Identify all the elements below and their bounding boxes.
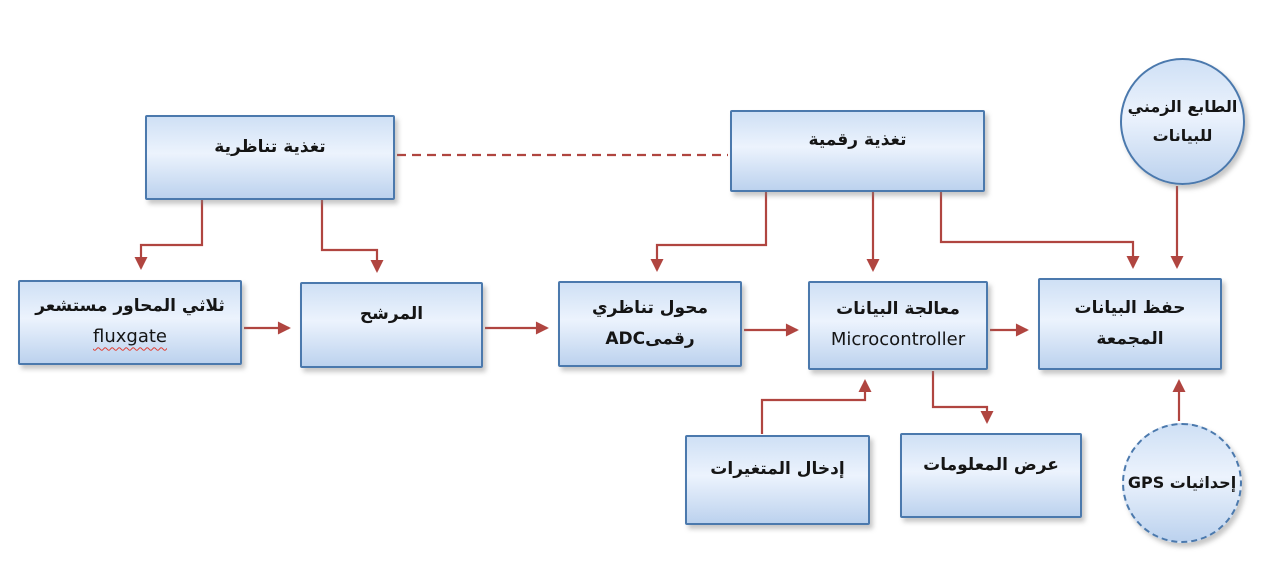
node-data-processing-line1: معالجة البيانات <box>836 299 960 320</box>
node-info-display-label: عرض المعلومات <box>923 454 1059 475</box>
node-data-storage-line1: حفظ البيانات <box>1074 298 1186 319</box>
node-data-storage: حفظ البيانات المجمعة <box>1038 278 1222 370</box>
connector-digital-to-adc <box>650 192 768 272</box>
node-adc-converter-line1: محول تناظري <box>592 298 708 319</box>
node-analog-feed-label: تغذية تناظرية <box>214 136 326 157</box>
node-fluxgate-sensor-line1: ثلاثي المحاور مستشعر <box>35 296 225 317</box>
node-adc-converter-line2: رقمىADC <box>605 328 695 349</box>
node-digital-feed-label: تغذية رقمية <box>808 130 907 151</box>
connector-analog-to-sensor <box>134 200 204 270</box>
node-data-timestamp: الطابع الزمني للبيانات <box>1120 58 1245 185</box>
node-gps-coordinates: إحداثيات GPS <box>1122 423 1242 543</box>
node-analog-feed: تغذية تناظرية <box>145 115 395 200</box>
node-data-processing: معالجة البيانات Microcontroller <box>808 281 988 370</box>
node-data-timestamp-line2: للبيانات <box>1152 126 1213 145</box>
connector-analog-to-filter <box>320 200 384 273</box>
node-filter: المرشح <box>300 282 483 368</box>
node-digital-feed: تغذية رقمية <box>730 110 985 192</box>
connector-variables-to-processing <box>760 379 872 434</box>
node-variables-input-label: إدخال المتغيرات <box>710 459 845 480</box>
node-gps-coordinates-label: إحداثيات GPS <box>1127 473 1237 492</box>
node-adc-converter: محول تناظري رقمىADC <box>558 281 742 367</box>
node-fluxgate-sensor: ثلاثي المحاور مستشعر fluxgate <box>18 280 242 365</box>
node-info-display: عرض المعلومات <box>900 433 1082 518</box>
node-variables-input: إدخال المتغيرات <box>685 435 870 525</box>
connector-processing-to-display <box>931 371 994 424</box>
node-filter-label: المرشح <box>359 304 424 325</box>
connector-digital-to-storage <box>939 192 1140 269</box>
node-data-processing-line2: Microcontroller <box>830 329 966 351</box>
node-data-storage-line2: المجمعة <box>1096 328 1164 349</box>
node-fluxgate-sensor-line2: fluxgate <box>93 326 167 348</box>
node-data-timestamp-line1: الطابع الزمني <box>1127 97 1238 116</box>
